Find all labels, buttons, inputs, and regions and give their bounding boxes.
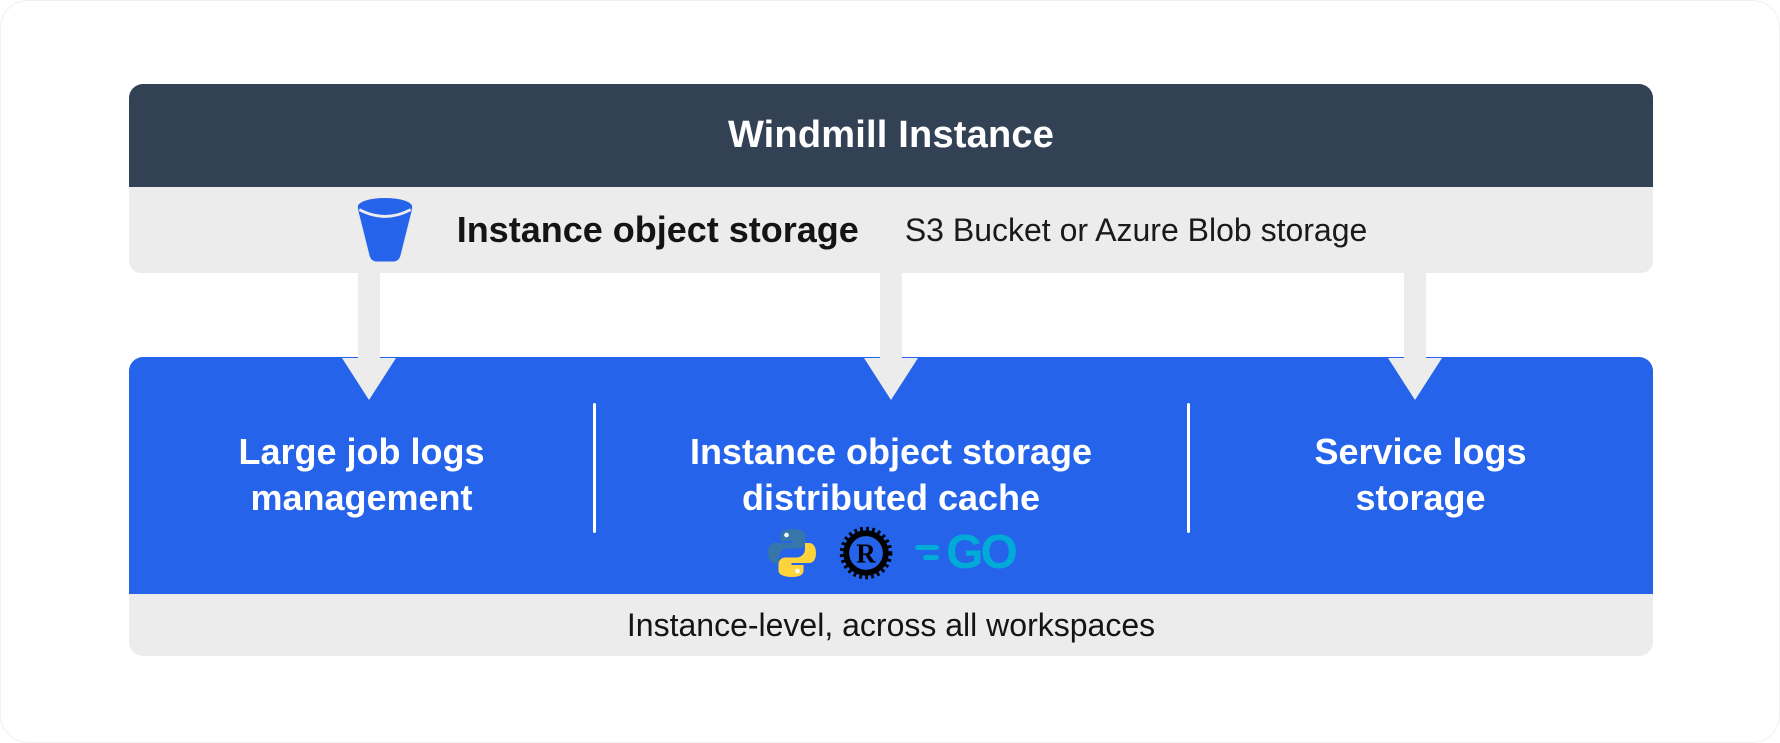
- section-distributed-cache: Instance object storage distributed cach…: [594, 357, 1188, 594]
- section-title: Instance object storage distributed cach…: [690, 429, 1092, 521]
- go-wordmark: GO: [946, 525, 1018, 579]
- rust-icon: R: [839, 526, 893, 579]
- section-title-line: Service logs: [1314, 431, 1527, 472]
- storage-title: Instance object storage: [456, 209, 859, 250]
- section-service-logs: Service logs storage: [1188, 357, 1653, 594]
- rust-letter: R: [856, 538, 876, 568]
- section-title-line: management: [250, 477, 473, 518]
- bucket-icon: [357, 197, 412, 262]
- storage-subtitle: S3 Bucket or Azure Blob storage: [904, 211, 1368, 248]
- section-title-line: Large job logs: [238, 431, 485, 472]
- instance-level-label: Instance-level, across all workspaces: [626, 606, 1156, 643]
- go-icon: GO: [915, 525, 1018, 579]
- section-divider: [1187, 403, 1190, 533]
- diagram-stack: Windmill Instance Instance object storag…: [129, 84, 1653, 656]
- section-divider: [593, 403, 596, 533]
- page-title: Windmill Instance: [727, 114, 1055, 156]
- section-title-line: Instance object storage: [689, 431, 1093, 472]
- python-icon: [768, 528, 817, 577]
- language-logos: R GO: [767, 525, 1018, 579]
- go-speedlines: [915, 545, 940, 560]
- section-large-job-logs: Large job logs management: [129, 357, 594, 594]
- section-title-line: distributed cache: [741, 477, 1041, 518]
- instance-object-storage-bar: Instance object storage S3 Bucket or Azu…: [129, 187, 1653, 273]
- storage-bar-content: Instance object storage S3 Bucket or Azu…: [355, 197, 1368, 263]
- windmill-instance-header: Windmill Instance: [129, 84, 1653, 187]
- section-title-line: storage: [1355, 477, 1486, 518]
- instance-level-bar: Instance-level, across all workspaces: [129, 594, 1653, 656]
- section-title: Service logs storage: [1314, 429, 1526, 521]
- section-title: Large job logs management: [238, 429, 484, 521]
